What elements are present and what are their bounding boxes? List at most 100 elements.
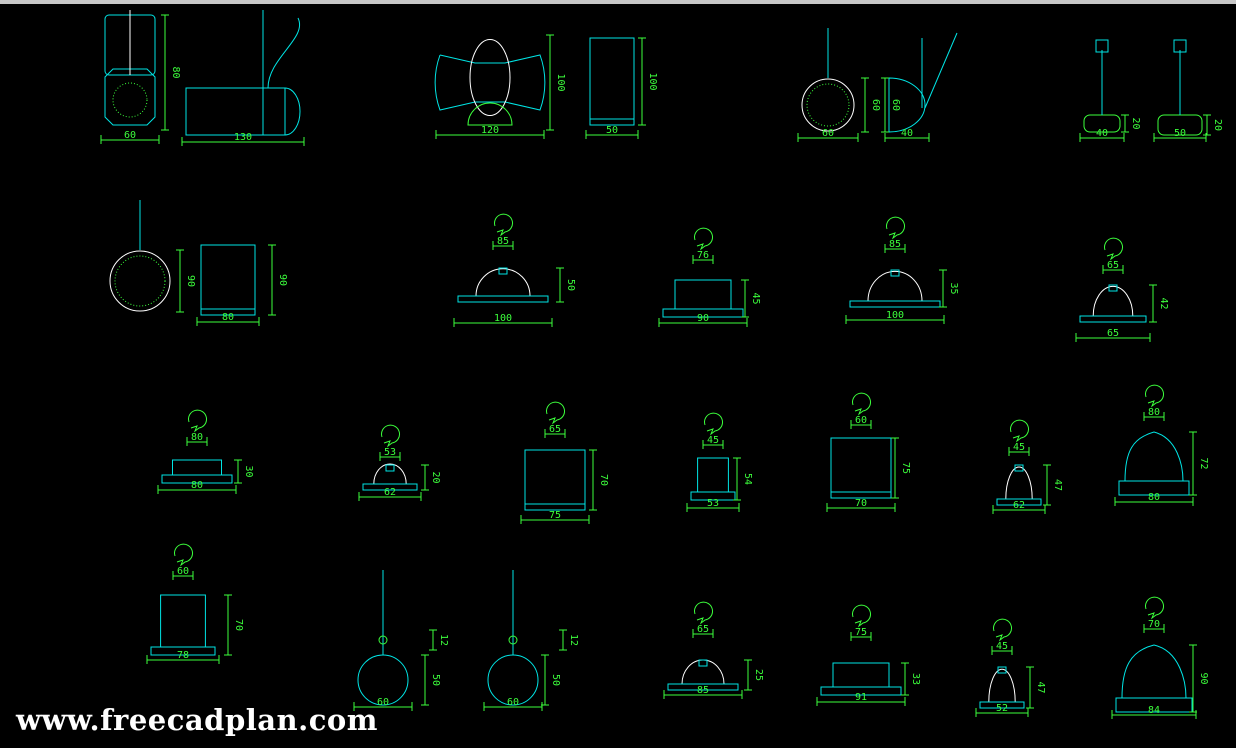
lamp-symbol-icon xyxy=(886,216,906,240)
dimension-label: 80 xyxy=(170,66,181,78)
trim-ring xyxy=(996,498,1042,506)
dimension-label: 33 xyxy=(910,673,921,685)
lens-circle xyxy=(801,78,855,132)
dimension-label: 80 xyxy=(191,480,203,491)
housing xyxy=(830,437,892,499)
lamp-socket xyxy=(385,464,395,472)
dimension-label: 45 xyxy=(996,641,1008,652)
cylinder-cap xyxy=(284,87,301,136)
light-fixture: 60 80 xyxy=(100,10,181,144)
lens-grid xyxy=(112,82,148,118)
dimension-label: 60 xyxy=(822,128,834,139)
lens-grid xyxy=(114,255,166,307)
housing xyxy=(160,594,206,648)
housing xyxy=(832,662,890,688)
dimension-label: 80 xyxy=(222,312,234,323)
ceiling-mount xyxy=(1173,39,1187,53)
lamp-symbol-icon xyxy=(694,601,714,625)
dimension-label: 75 xyxy=(549,510,561,521)
dimension-label: 120 xyxy=(481,125,499,136)
dimension-label: 100 xyxy=(494,313,512,324)
dimension-label: 45 xyxy=(750,292,761,304)
dimension-label: 100 xyxy=(555,73,566,91)
dimension-label: 60 xyxy=(124,130,136,141)
dimension-label: 20 xyxy=(1212,119,1223,131)
dimension-label: 80 xyxy=(191,432,203,443)
lens-grid xyxy=(806,83,850,127)
dimension-label: 50 xyxy=(1174,128,1186,139)
dimension-label: 47 xyxy=(1052,479,1063,491)
body-oval xyxy=(469,39,511,116)
cable-clip xyxy=(508,635,518,645)
lens-grid xyxy=(467,102,513,126)
dimension-label: 60 xyxy=(890,99,901,111)
reflector-dome xyxy=(1092,285,1134,317)
lamp-symbol-icon xyxy=(993,618,1013,642)
light-fixture: 65 65 42 xyxy=(1075,237,1169,342)
trim-ring xyxy=(1115,697,1193,713)
lamp-symbol-icon xyxy=(174,543,194,567)
dimension-label: 65 xyxy=(1107,328,1119,339)
dimension-label: 80 xyxy=(1148,407,1160,418)
light-fixture: 90 xyxy=(109,200,196,313)
dimension-label: 47 xyxy=(1035,681,1046,693)
dimension-label: 53 xyxy=(384,447,396,458)
dimension-label: 50 xyxy=(606,125,618,136)
trim-ring xyxy=(849,300,941,308)
dimension-label: 90 xyxy=(277,274,288,286)
trim-ring xyxy=(457,295,549,303)
dimension-label: 54 xyxy=(742,473,753,485)
dimension-label: 130 xyxy=(234,132,252,143)
trim-ring xyxy=(662,308,744,318)
lamp-symbol-icon xyxy=(852,392,872,416)
lamp-symbol-icon xyxy=(852,604,872,628)
light-fixture: 80 90 xyxy=(196,244,288,326)
dimension-label: 62 xyxy=(1013,500,1025,511)
dimension-label: 70 xyxy=(1148,619,1160,630)
trim-ring xyxy=(690,491,736,501)
dimension-label: 42 xyxy=(1158,297,1169,309)
dimension-label: 62 xyxy=(384,487,396,498)
trim-ring xyxy=(667,683,739,691)
dimension-label: 65 xyxy=(1107,260,1119,271)
dimension-label: 60 xyxy=(377,697,389,708)
trim-ring xyxy=(820,686,902,696)
dimension-label: 65 xyxy=(697,624,709,635)
dimension-label: 78 xyxy=(177,650,189,661)
light-fixture: 120 100 xyxy=(434,34,566,139)
lens-circle xyxy=(109,250,171,312)
light-fixture: 50 100 xyxy=(585,37,658,139)
lamp-socket xyxy=(997,666,1007,674)
dimension-label: 45 xyxy=(1013,442,1025,453)
lamp-socket xyxy=(698,659,708,667)
reflector-dome xyxy=(988,668,1016,703)
dimension-label: 85 xyxy=(697,685,709,696)
dimension-label: 90 xyxy=(1198,672,1209,684)
dimension-label: 40 xyxy=(901,128,913,139)
dimension-label: 60 xyxy=(177,566,189,577)
housing xyxy=(172,459,222,476)
watermark: www.freecadplan.com xyxy=(16,703,378,737)
reflector-dome xyxy=(1005,466,1033,500)
dimension-label: 53 xyxy=(707,498,719,509)
dimension-label: 30 xyxy=(243,465,254,477)
dimension-label: 80 xyxy=(1148,492,1160,503)
trim-ring xyxy=(161,474,233,484)
dimension-label: 100 xyxy=(647,72,658,90)
dimension-label: 72 xyxy=(1198,457,1209,469)
lamp-socket xyxy=(1014,464,1024,472)
housing xyxy=(674,279,732,310)
